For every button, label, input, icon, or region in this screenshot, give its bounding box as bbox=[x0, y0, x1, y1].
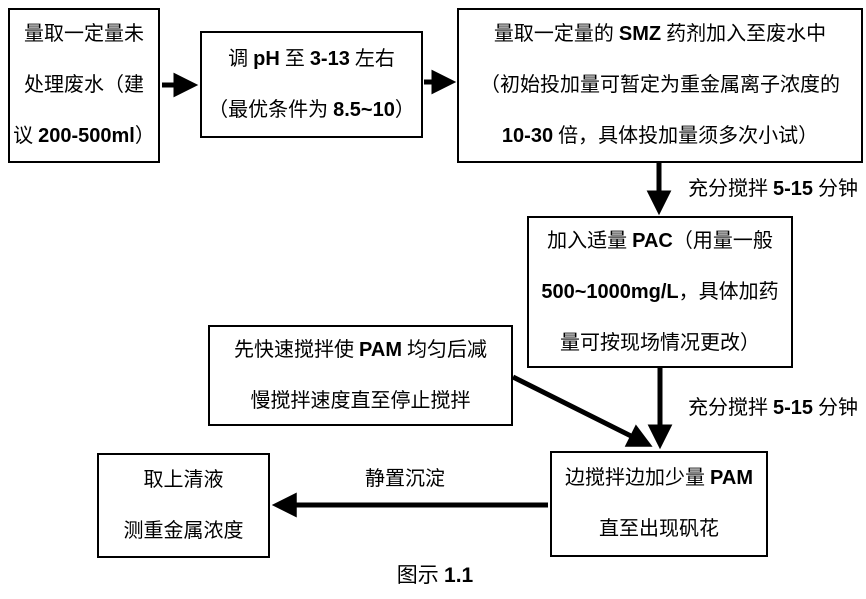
node-text-line: 取上清液 bbox=[143, 468, 224, 491]
node-text-line: 量取一定量的 SMZ 药剂加入至废水中 bbox=[493, 23, 827, 45]
node-adjust-ph: 调 pH 至 3-13 左右 （最优条件为 8.5~10） bbox=[200, 31, 423, 138]
node-text-line: 测重金属浓度 bbox=[123, 519, 244, 542]
node-add-smz: 量取一定量的 SMZ 药剂加入至废水中 （初始投加量可暂定为重金属离子浓度的 1… bbox=[457, 8, 863, 163]
node-text-line: 调 pH 至 3-13 左右 bbox=[228, 47, 395, 70]
node-text-line: 边搅拌边加少量 PAM bbox=[565, 467, 753, 489]
node-text-line: （最优条件为 8.5~10） bbox=[208, 98, 415, 121]
edge-label-stir-1: 充分搅拌 5-15 分钟 bbox=[688, 178, 859, 200]
edge-label-settle: 静置沉淀 bbox=[365, 468, 445, 490]
edge-label-stir-2: 充分搅拌 5-15 分钟 bbox=[688, 397, 859, 419]
node-sample-supernatant: 取上清液 测重金属浓度 bbox=[97, 453, 270, 558]
node-text-line: （初始投加量可暂定为重金属离子浓度的 bbox=[480, 74, 840, 96]
node-text-line: 议 200-500ml） bbox=[13, 125, 155, 147]
node-text-line: 慢搅拌速度直至停止搅拌 bbox=[250, 389, 471, 412]
node-stir-pam: 先快速搅拌使 PAM 均匀后减 慢搅拌速度直至停止搅拌 bbox=[208, 325, 513, 426]
node-text-line: 10-30 倍，具体投加量须多次小试） bbox=[501, 125, 819, 147]
arrow-stir-to-pam bbox=[511, 374, 653, 447]
node-text-line: 直至出现矾花 bbox=[599, 518, 719, 540]
node-text-line: 量取一定量未 bbox=[24, 23, 144, 45]
diagram-caption: 图示 1.1 bbox=[396, 563, 474, 587]
node-text-line: 500~1000mg/L，具体加药 bbox=[541, 280, 779, 303]
node-text-line: 先快速搅拌使 PAM 均匀后减 bbox=[234, 338, 487, 361]
node-text-line: 量可按现场情况更改） bbox=[560, 331, 760, 354]
node-add-pam: 边搅拌边加少量 PAM 直至出现矾花 bbox=[550, 451, 768, 557]
node-add-pac: 加入适量 PAC（用量一般 500~1000mg/L，具体加药 量可按现场情况更… bbox=[527, 216, 793, 368]
node-text-line: 处理废水（建 bbox=[24, 74, 144, 96]
node-measure-wastewater: 量取一定量未 处理废水（建 议 200-500ml） bbox=[8, 8, 160, 163]
node-text-line: 加入适量 PAC（用量一般 bbox=[547, 229, 773, 252]
